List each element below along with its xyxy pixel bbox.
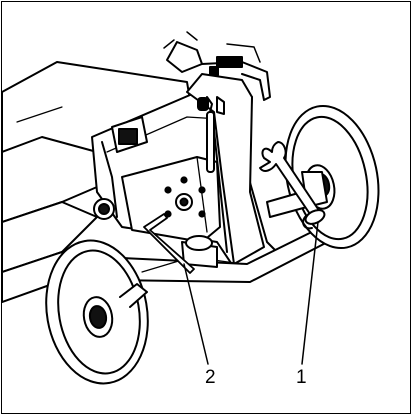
left-wheel — [45, 239, 149, 385]
callout-label-2: 2 — [205, 367, 216, 388]
leader-lines — [183, 221, 319, 365]
allen-key-icon — [143, 213, 195, 274]
mower-axle-illustration — [2, 31, 380, 385]
handle-bracket — [91, 31, 278, 273]
spanner-icon — [259, 141, 326, 230]
leader-line-2 — [183, 263, 209, 365]
callout-label-1: 1 — [296, 367, 307, 388]
leader-line-1 — [301, 221, 319, 365]
